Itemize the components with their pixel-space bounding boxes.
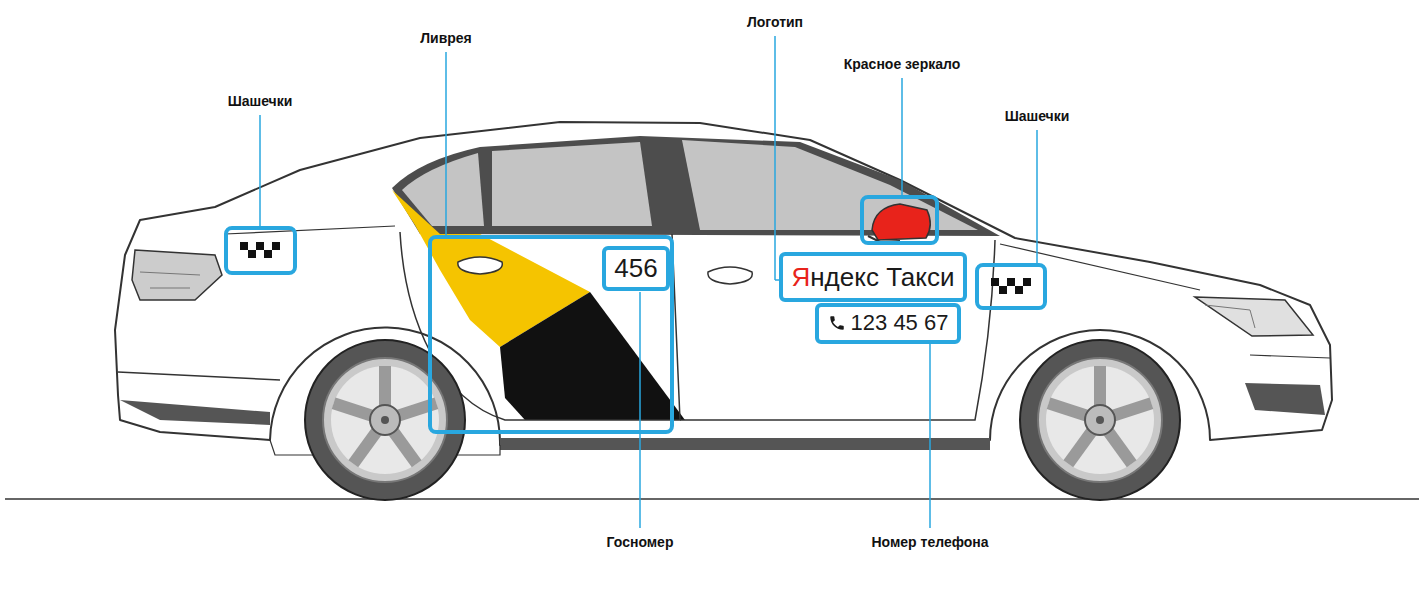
checker-icon [991, 278, 1031, 294]
box-text: 123 45 67 [851, 311, 949, 335]
callout-label: Шашечки [1005, 108, 1070, 125]
front-grille [1245, 383, 1325, 415]
front-door-glass [682, 140, 978, 230]
leader-line [901, 78, 903, 197]
box-text: 456 [614, 254, 657, 283]
checker-square [240, 242, 248, 250]
front-wheel [1020, 340, 1180, 500]
callout-box [862, 197, 937, 243]
callout-label: Номер телефона [871, 534, 988, 551]
checker-square [1023, 278, 1031, 286]
front-door-outline [680, 240, 995, 420]
livery-black [500, 292, 685, 420]
checker-square [1007, 278, 1015, 286]
logo-box: Яндекс Такси [779, 252, 967, 302]
side-sill [500, 438, 990, 450]
leader-line [445, 52, 447, 237]
callout-label: Шашечки [228, 93, 293, 110]
headlight-detail [1205, 305, 1255, 328]
front-bumper-line [1250, 355, 1330, 358]
checker-square [264, 250, 272, 258]
leader-line [1036, 130, 1038, 265]
callout-box [977, 265, 1045, 308]
callout-label: Красное зеркало [844, 56, 961, 73]
door-handle [708, 267, 752, 284]
callout-label: Ливрея [420, 30, 472, 47]
leader-line [929, 342, 931, 528]
rear-bumper-line [118, 372, 280, 380]
rear-bumper-trim [120, 400, 270, 425]
checker-square [1015, 286, 1023, 294]
phone-icon [828, 314, 846, 332]
leader-line [774, 36, 776, 280]
phone-handset [830, 316, 844, 330]
box-text: Яндекс Такси [791, 263, 954, 292]
checker-icon [240, 242, 280, 258]
door-handle [458, 257, 502, 274]
callout-label: Госномер [607, 534, 674, 551]
phone-box: 123 45 67 [815, 303, 961, 344]
leader-line [259, 115, 261, 228]
checker-square [991, 278, 999, 286]
headlight [1195, 297, 1313, 336]
rear-wheel [305, 340, 465, 500]
ground-line [5, 498, 1419, 500]
box-content: 123 45 67 [828, 311, 949, 335]
rear-door-glass [492, 142, 652, 226]
checker-square [272, 242, 280, 250]
box-content: 456 [614, 254, 657, 283]
callout-box [226, 228, 295, 273]
box-content: Яндекс Такси [791, 263, 954, 292]
checker-square [256, 242, 264, 250]
plate-number-box: 456 [602, 246, 670, 291]
red-mirror [872, 204, 930, 240]
checker-square [248, 250, 256, 258]
leader-line [639, 292, 641, 528]
checker-square [999, 286, 1007, 294]
callout-label: Логотип [747, 14, 803, 31]
livery-callout-box [430, 237, 672, 432]
taillight [132, 250, 222, 300]
taillight-detail [140, 272, 200, 288]
